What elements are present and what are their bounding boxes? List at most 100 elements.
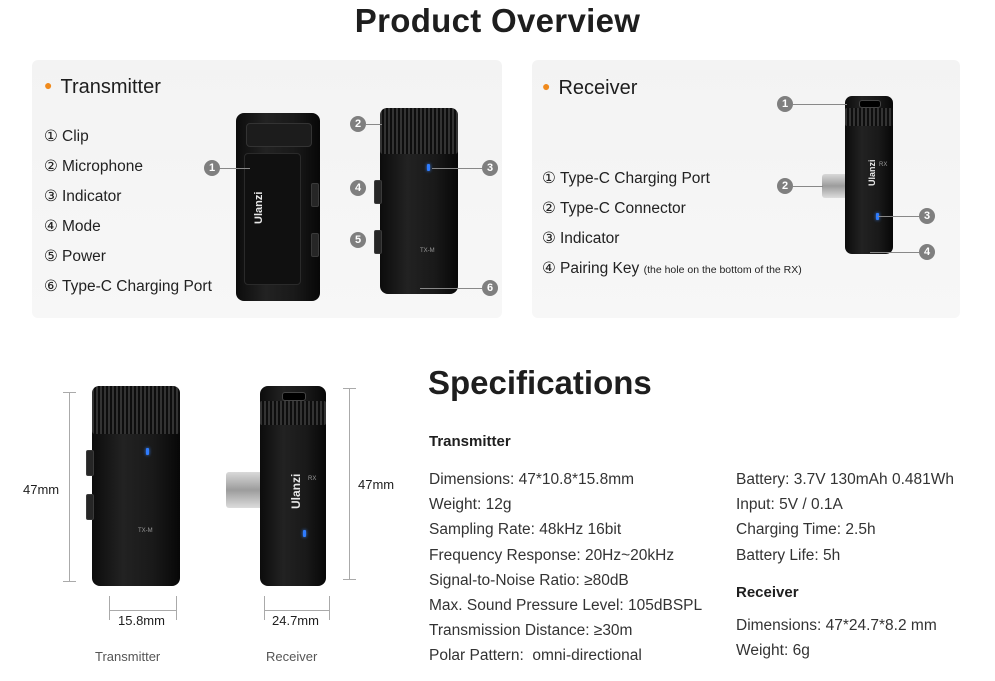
charging-port bbox=[282, 392, 306, 401]
legend-number: ④ bbox=[44, 218, 58, 235]
transmitter-specs-left: Dimensions: 47*10.8*15.8mm Weight: 12g S… bbox=[429, 467, 702, 669]
model-label: TX-M bbox=[420, 248, 435, 254]
rx-width-tick bbox=[264, 596, 265, 620]
callout-5: 5 bbox=[350, 232, 366, 248]
spec-item: Transmission Distance: ≥30m bbox=[429, 622, 633, 640]
transmitter-dimension-image: TX-M bbox=[92, 386, 180, 586]
callout-4: 4 bbox=[350, 180, 366, 196]
receiver-grille bbox=[260, 401, 326, 425]
transmitter-heading: ● Transmitter bbox=[44, 76, 161, 99]
callout-leader bbox=[793, 104, 847, 105]
spec-item: Dimensions: 47*10.8*15.8mm bbox=[429, 471, 635, 488]
receiver-dimension-image: Ulanzi RX bbox=[260, 386, 326, 586]
callout-leader bbox=[870, 252, 919, 253]
transmitter-heading-text: Transmitter bbox=[60, 76, 161, 98]
callout-6: 6 bbox=[482, 280, 498, 296]
legend-number: ③ bbox=[542, 230, 556, 247]
callout-leader bbox=[432, 168, 482, 169]
indicator-led bbox=[146, 448, 149, 455]
callout-2: 2 bbox=[777, 178, 793, 194]
callout-leader bbox=[878, 216, 919, 217]
rx-width-line bbox=[264, 610, 330, 611]
spec-item: Charging Time: 2.5h bbox=[736, 521, 876, 539]
legend-number: ⑤ bbox=[44, 248, 58, 265]
clip-bar bbox=[246, 123, 312, 147]
model-label: TX-M bbox=[138, 528, 153, 534]
mode-button bbox=[311, 183, 319, 207]
legend-number: ④ bbox=[542, 260, 556, 277]
indicator-led bbox=[303, 530, 306, 537]
clip-body bbox=[244, 153, 301, 285]
brand-logo: Ulanzi bbox=[253, 191, 265, 224]
rx-height-label: 47mm bbox=[358, 477, 395, 492]
charging-port bbox=[859, 100, 881, 108]
tx-width-tick bbox=[109, 596, 110, 620]
rx-height-tick bbox=[343, 579, 356, 580]
callout-leader bbox=[420, 288, 482, 289]
tx-height-line bbox=[69, 392, 70, 582]
callout-1: 1 bbox=[204, 160, 220, 176]
legend-label: Microphone bbox=[62, 158, 143, 175]
indicator-led bbox=[876, 213, 879, 220]
side-power-button bbox=[374, 230, 382, 254]
side-power-button bbox=[86, 494, 94, 520]
page-title: Product Overview bbox=[354, 2, 641, 39]
brand-logo: Ulanzi bbox=[289, 473, 303, 509]
transmitter-front-image: TX-M bbox=[380, 108, 458, 294]
power-button bbox=[311, 233, 319, 257]
model-label: RX bbox=[308, 476, 317, 482]
callout-leader bbox=[793, 186, 823, 187]
spec-item: Dimensions: 47*24.7*8.2 mm bbox=[736, 617, 937, 634]
tx-width-line bbox=[109, 610, 177, 611]
bullet-icon: ● bbox=[542, 78, 551, 94]
legend-number: ② bbox=[44, 158, 58, 175]
callout-leader bbox=[366, 124, 382, 125]
callout-4: 4 bbox=[919, 244, 935, 260]
bullet-icon: ● bbox=[44, 77, 53, 93]
tx-width-tick bbox=[176, 596, 177, 620]
rx-height-tick bbox=[343, 388, 356, 389]
legend-label: Clip bbox=[62, 128, 89, 145]
side-mode-button bbox=[374, 180, 382, 204]
callout-3: 3 bbox=[919, 208, 935, 224]
transmitter-specs-heading: Transmitter bbox=[429, 433, 511, 450]
spec-item: Signal-to-Noise Ratio: ≥80dB bbox=[429, 571, 629, 589]
spec-item: Weight: 6g bbox=[736, 642, 810, 660]
receiver-image: Ulanzi RX bbox=[845, 96, 893, 254]
legend-number: ⑥ bbox=[44, 278, 58, 295]
tx-height-tick bbox=[63, 581, 76, 582]
receiver-usb-connector bbox=[226, 472, 266, 508]
legend-label: Type-C Connector bbox=[560, 200, 686, 217]
tx-caption: Transmitter bbox=[95, 649, 161, 664]
spec-item: Battery: 3.7V 130mAh 0.481Wh bbox=[736, 471, 954, 488]
legend-label: Power bbox=[62, 248, 106, 265]
model-label: RX bbox=[879, 162, 888, 168]
rx-caption: Receiver bbox=[266, 649, 318, 664]
legend-number: ③ bbox=[44, 188, 58, 205]
indicator-led bbox=[427, 164, 430, 171]
tx-height-label: 47mm bbox=[22, 482, 61, 497]
pairing-note: (the hole on the bottom of the RX) bbox=[643, 264, 802, 276]
specifications-title: Specifications bbox=[428, 364, 652, 401]
tx-width-label: 15.8mm bbox=[116, 613, 167, 628]
spec-item: Input: 5V / 0.1A bbox=[736, 496, 843, 514]
microphone-grille bbox=[92, 386, 180, 434]
microphone-grille bbox=[380, 108, 458, 154]
callout-3: 3 bbox=[482, 160, 498, 176]
spec-item: Weight: 12g bbox=[429, 496, 512, 514]
rx-height-line bbox=[349, 388, 350, 580]
spec-item: Sampling Rate: 48kHz 16bit bbox=[429, 521, 622, 539]
side-mode-button bbox=[86, 450, 94, 476]
legend-label: Indicator bbox=[560, 230, 620, 247]
receiver-grille bbox=[845, 108, 893, 126]
